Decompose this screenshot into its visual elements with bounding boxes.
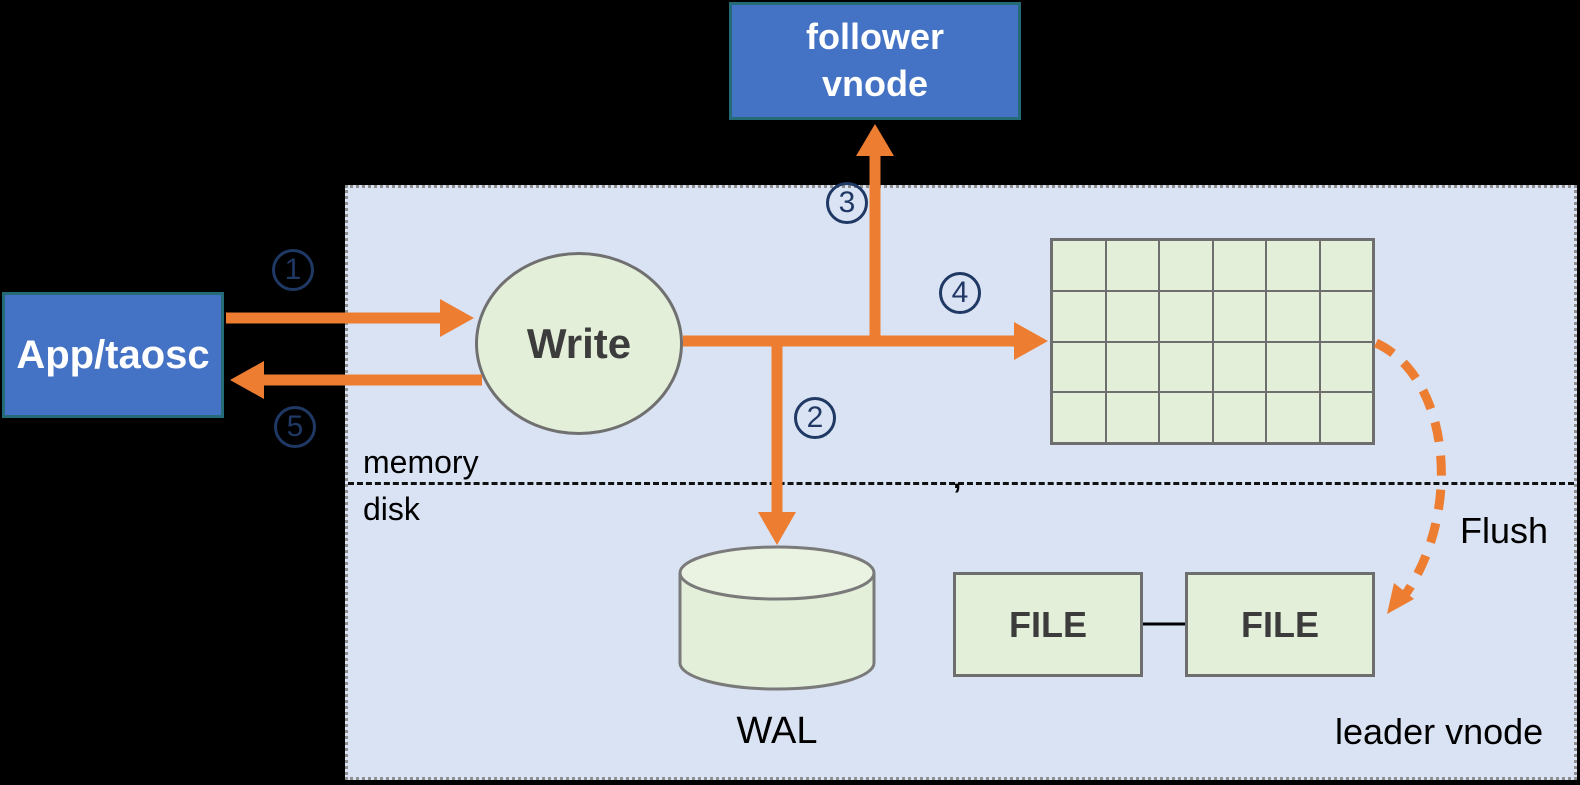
memtable-cell: [1267, 393, 1319, 442]
leader-vnode-label: leader vnode: [1335, 711, 1544, 752]
memtable-cell: [1213, 393, 1265, 442]
memtable-cell: [1160, 291, 1212, 341]
flush-label: Flush: [1460, 510, 1549, 551]
memtable-cell: [1053, 393, 1105, 442]
memtable-cell: [1106, 393, 1158, 442]
follower-vnode-box: follower vnode: [729, 2, 1021, 120]
wal-cylinder: [678, 545, 876, 691]
write-label: Write: [526, 319, 632, 367]
step-4-badge: 4: [939, 272, 981, 314]
memtable-cell: [1213, 241, 1265, 290]
memtable-cell: [1106, 291, 1158, 341]
app-taosc-box: App/taosc: [2, 292, 224, 418]
memory-label: memory: [363, 444, 479, 480]
memory-disk-divider: [348, 482, 1574, 485]
memtable-cell: [1267, 291, 1319, 341]
write-circle: Write: [475, 252, 683, 435]
memtable-cell: [1213, 291, 1265, 341]
memtable-cell: [1053, 291, 1105, 341]
file-box-1: FILE: [953, 572, 1143, 677]
file-box-2: FILE: [1185, 572, 1375, 677]
follower-vnode-label-line1: follower: [805, 16, 944, 58]
memtable-cell: [1320, 291, 1372, 341]
memtable-cell: [1320, 393, 1372, 442]
memtable-cell: [1320, 342, 1372, 392]
follower-vnode-label-line2: vnode: [821, 63, 928, 104]
memtable-cell: [1267, 241, 1319, 290]
app-taosc-label: App/taosc: [16, 332, 210, 377]
memtable-cell: [1106, 342, 1158, 392]
file-2-label: FILE: [1241, 603, 1319, 645]
memtable-cell: [1160, 241, 1212, 290]
memtable-cell: [1106, 241, 1158, 290]
step-2-badge: 2: [794, 397, 836, 439]
file-1-label: FILE: [1009, 603, 1087, 645]
step-1-badge: 1: [272, 249, 314, 291]
memtable-cell: [1160, 393, 1212, 442]
memtable-grid: [1050, 238, 1375, 445]
disk-label: disk: [363, 491, 420, 527]
memtable-cell: [1053, 241, 1105, 290]
wal-label: WAL: [736, 710, 818, 752]
step-3-badge: 3: [826, 182, 868, 224]
memtable-cell: [1160, 342, 1212, 392]
memtable-cell: [1053, 342, 1105, 392]
stray-mark: ,: [953, 462, 962, 495]
memtable-cell: [1267, 342, 1319, 392]
step-5-badge: 5: [274, 406, 316, 448]
memtable-cell: [1213, 342, 1265, 392]
memtable-cell: [1320, 241, 1372, 290]
